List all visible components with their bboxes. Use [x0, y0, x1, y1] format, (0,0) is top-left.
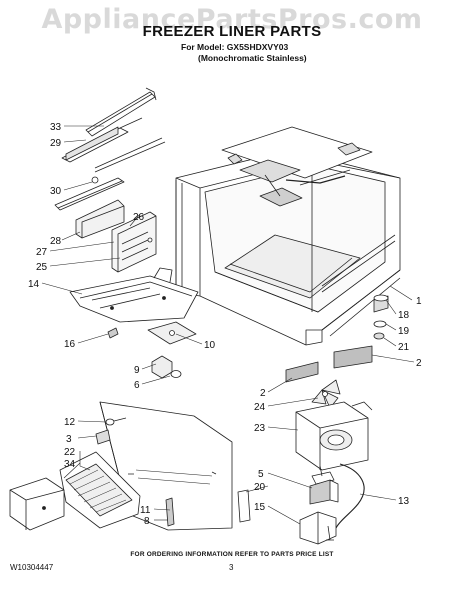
callout-15: 15 [254, 502, 266, 513]
callout-11: 11 [140, 505, 151, 516]
callout-6: 6 [134, 380, 140, 391]
callout-9: 9 [134, 365, 140, 376]
fan-housing-23 [295, 401, 373, 471]
callout-8: 8 [144, 516, 150, 527]
callout-5: 5 [258, 469, 264, 480]
leader-lines [41, 125, 415, 525]
callout-13: 13 [398, 496, 410, 507]
motor-bracket-15 [299, 511, 337, 545]
part-20-strip [237, 489, 251, 523]
callout-18: 18 [398, 310, 410, 321]
callout-10: 10 [204, 340, 216, 351]
callout-22: 22 [64, 447, 76, 458]
callout-14: 14 [28, 279, 40, 290]
pad-2-left [285, 361, 319, 383]
callout-27: 27 [36, 247, 48, 258]
callout-33: 33 [50, 122, 62, 133]
callout-2-left: 2 [260, 388, 266, 399]
slide-rails-assembly [54, 87, 166, 273]
fan-motor-5 [309, 465, 339, 505]
callout-labels: 33 29 30 28 27 25 26 14 16 10 9 6 1 18 1… [28, 122, 422, 527]
callout-3: 3 [66, 434, 72, 445]
grille-22-34 [9, 451, 141, 531]
part-12-3 [95, 417, 127, 445]
callout-24: 24 [254, 402, 266, 413]
callout-30: 30 [50, 186, 62, 197]
model-info: For Model: GX5SHDXVY03 (Monochromatic St… [181, 42, 307, 64]
callout-34: 34 [64, 459, 76, 470]
callout-12: 12 [64, 417, 76, 428]
callout-16: 16 [64, 339, 76, 350]
ordering-note: FOR ORDERING INFORMATION REFER TO PARTS … [130, 551, 334, 558]
callout-1: 1 [416, 296, 422, 307]
callout-20: 20 [254, 482, 266, 493]
callout-23: 23 [254, 423, 266, 434]
fan-blade-24 [311, 379, 341, 409]
part-14-cover [69, 267, 199, 323]
part-8-clip [165, 497, 175, 527]
page-number: 3 [229, 563, 234, 572]
callout-26: 26 [133, 212, 145, 223]
callout-21: 21 [398, 342, 410, 353]
part-9-6-cap [151, 355, 182, 379]
model-line: For Model: GX5SHDXVY03 [181, 42, 289, 52]
document-number: W10304447 [10, 563, 54, 572]
parts-18-19-21 [373, 294, 389, 340]
callout-25: 25 [36, 262, 48, 273]
freezer-liner-basket [175, 126, 401, 346]
wire-harness-13 [335, 463, 365, 529]
callout-29: 29 [50, 138, 62, 149]
watermark: AppliancePartsPros.com [41, 4, 423, 35]
variant-line: (Monochromatic Stainless) [198, 53, 307, 63]
part-16-clip [107, 327, 119, 339]
callout-28: 28 [50, 236, 62, 247]
callout-2-right: 2 [416, 358, 422, 369]
page-title: FREEZER LINER PARTS [142, 23, 322, 40]
callout-19: 19 [398, 326, 410, 337]
pad-2-right [333, 345, 373, 369]
